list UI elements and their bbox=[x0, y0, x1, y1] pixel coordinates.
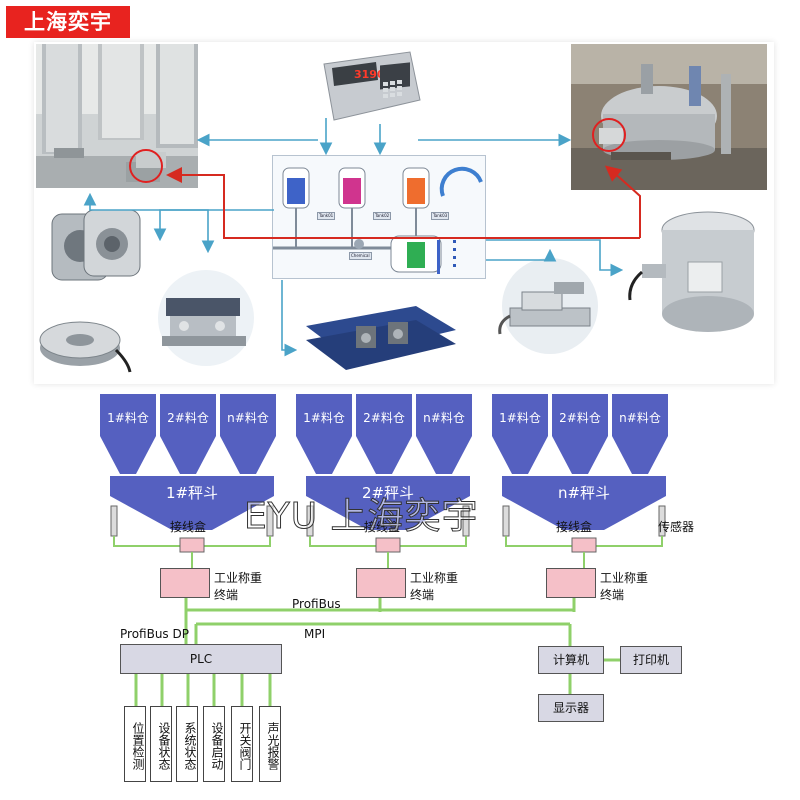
io-valve-control: 开关阀门 bbox=[231, 706, 253, 782]
bin-label: n#料仓 bbox=[227, 411, 269, 425]
terminal-2-line2: 终端 bbox=[410, 588, 435, 602]
printer-box: 打印机 bbox=[620, 646, 682, 674]
weighing-indicator-device: 3190 bbox=[318, 48, 424, 126]
junction-box bbox=[179, 537, 205, 553]
terminal-1-line2: 终端 bbox=[214, 588, 239, 602]
highlight-circle-left bbox=[129, 149, 163, 183]
io-position-detection: 位置检测 bbox=[124, 706, 146, 782]
bin-label: 2#料仓 bbox=[167, 411, 209, 425]
watermark: EYU 上海奕宇 bbox=[244, 496, 479, 537]
material-bin bbox=[100, 394, 156, 474]
weighing-terminal-2 bbox=[356, 568, 406, 598]
scada-screen: Tank01 Tank02 Tank03 Chemical bbox=[272, 155, 486, 279]
bin-label: 1#料仓 bbox=[303, 411, 345, 425]
signal-arrows bbox=[83, 118, 624, 357]
terminal-1-line1: 工业称重 bbox=[214, 571, 263, 585]
material-bin bbox=[160, 394, 216, 474]
junction-box-label-2: 接线盒 bbox=[364, 520, 401, 534]
io-equipment-status: 设备状态 bbox=[150, 706, 172, 782]
photo-weigh-module bbox=[150, 268, 262, 366]
scada-tank-label-1: Tank01 bbox=[317, 212, 336, 220]
photo-blue-mount-assembly bbox=[296, 286, 464, 382]
highlight-circle-right bbox=[592, 118, 626, 152]
terminal-3-line2: 终端 bbox=[600, 588, 625, 602]
material-bins: 1#料仓 2#料仓 n#料仓 1#料仓 2#料仓 n#料仓 1#料仓 2#料仓 n#料仓 bbox=[100, 394, 668, 474]
weigh-hopper bbox=[110, 476, 274, 530]
material-bin bbox=[492, 394, 548, 474]
terminal-2-line1: 工业称重 bbox=[410, 571, 459, 585]
photo-beam-load-cell bbox=[492, 256, 606, 354]
material-bin bbox=[220, 394, 276, 474]
profibus-label: ProfiBus bbox=[292, 597, 341, 611]
photo-column-load-cell bbox=[624, 200, 768, 344]
computer-box: 计算机 bbox=[538, 646, 604, 674]
scada-tank-label-2: Tank02 bbox=[373, 212, 392, 220]
weigh-hopper bbox=[502, 476, 666, 530]
material-bin bbox=[416, 394, 472, 474]
photo-reactor-installation-right bbox=[571, 44, 767, 190]
load-sensor bbox=[502, 505, 510, 537]
hopper-label: 2#秤斗 bbox=[362, 484, 414, 502]
material-bin bbox=[356, 394, 412, 474]
bin-label: 2#料仓 bbox=[559, 411, 601, 425]
bus-lines bbox=[134, 598, 620, 708]
weigh-hopper bbox=[306, 476, 470, 530]
material-bin bbox=[296, 394, 352, 474]
weigh-hoppers: 1#秤斗 2#秤斗 n#秤斗 bbox=[110, 476, 666, 530]
plc-box: PLC bbox=[120, 644, 282, 674]
monitor-box: 显示器 bbox=[538, 694, 604, 722]
material-bin bbox=[612, 394, 668, 474]
bin-label: n#料仓 bbox=[423, 411, 465, 425]
bin-label: 1#料仓 bbox=[499, 411, 541, 425]
hopper-label: 1#秤斗 bbox=[166, 484, 218, 502]
junction-box bbox=[571, 537, 597, 553]
profibus-dp-label: ProfiBus DP bbox=[120, 627, 189, 641]
scada-tank-label-3: Tank03 bbox=[431, 212, 450, 220]
indicator-display: 3190 bbox=[354, 68, 385, 81]
scada-mix-label: Chemical bbox=[349, 252, 372, 260]
bin-label: 1#料仓 bbox=[107, 411, 149, 425]
photo-tank-installation-left bbox=[36, 44, 198, 188]
feedback-arrows bbox=[166, 165, 641, 239]
weighing-terminal-3 bbox=[546, 568, 596, 598]
junction-box-label-1: 接线盒 bbox=[170, 520, 207, 534]
mpi-label: MPI bbox=[304, 627, 326, 641]
plc-label: PLC bbox=[189, 652, 213, 666]
hopper-wiring bbox=[110, 505, 666, 568]
terminal-3-line1: 工业称重 bbox=[600, 571, 649, 585]
material-bin bbox=[552, 394, 608, 474]
brand-logo: 上海奕宇 bbox=[6, 6, 130, 38]
photo-s-type-load-cell bbox=[42, 200, 152, 304]
load-sensor bbox=[110, 505, 118, 537]
junction-box-label-3: 接线盒 bbox=[556, 520, 593, 534]
junction-box bbox=[375, 537, 401, 553]
hopper-label: n#秤斗 bbox=[558, 484, 610, 502]
sensor-label: 传感器 bbox=[658, 520, 695, 534]
io-equipment-start: 设备启动 bbox=[203, 706, 225, 782]
printer-label: 打印机 bbox=[632, 653, 669, 667]
monitor-label: 显示器 bbox=[552, 701, 589, 715]
bin-label: 2#料仓 bbox=[363, 411, 405, 425]
io-alarm: 声光报警 bbox=[259, 706, 281, 782]
bin-label: n#料仓 bbox=[619, 411, 661, 425]
photo-spoke-load-cell bbox=[36, 306, 132, 374]
weighing-terminal-1 bbox=[160, 568, 210, 598]
io-system-status: 系统状态 bbox=[176, 706, 198, 782]
computer-label: 计算机 bbox=[552, 653, 589, 667]
